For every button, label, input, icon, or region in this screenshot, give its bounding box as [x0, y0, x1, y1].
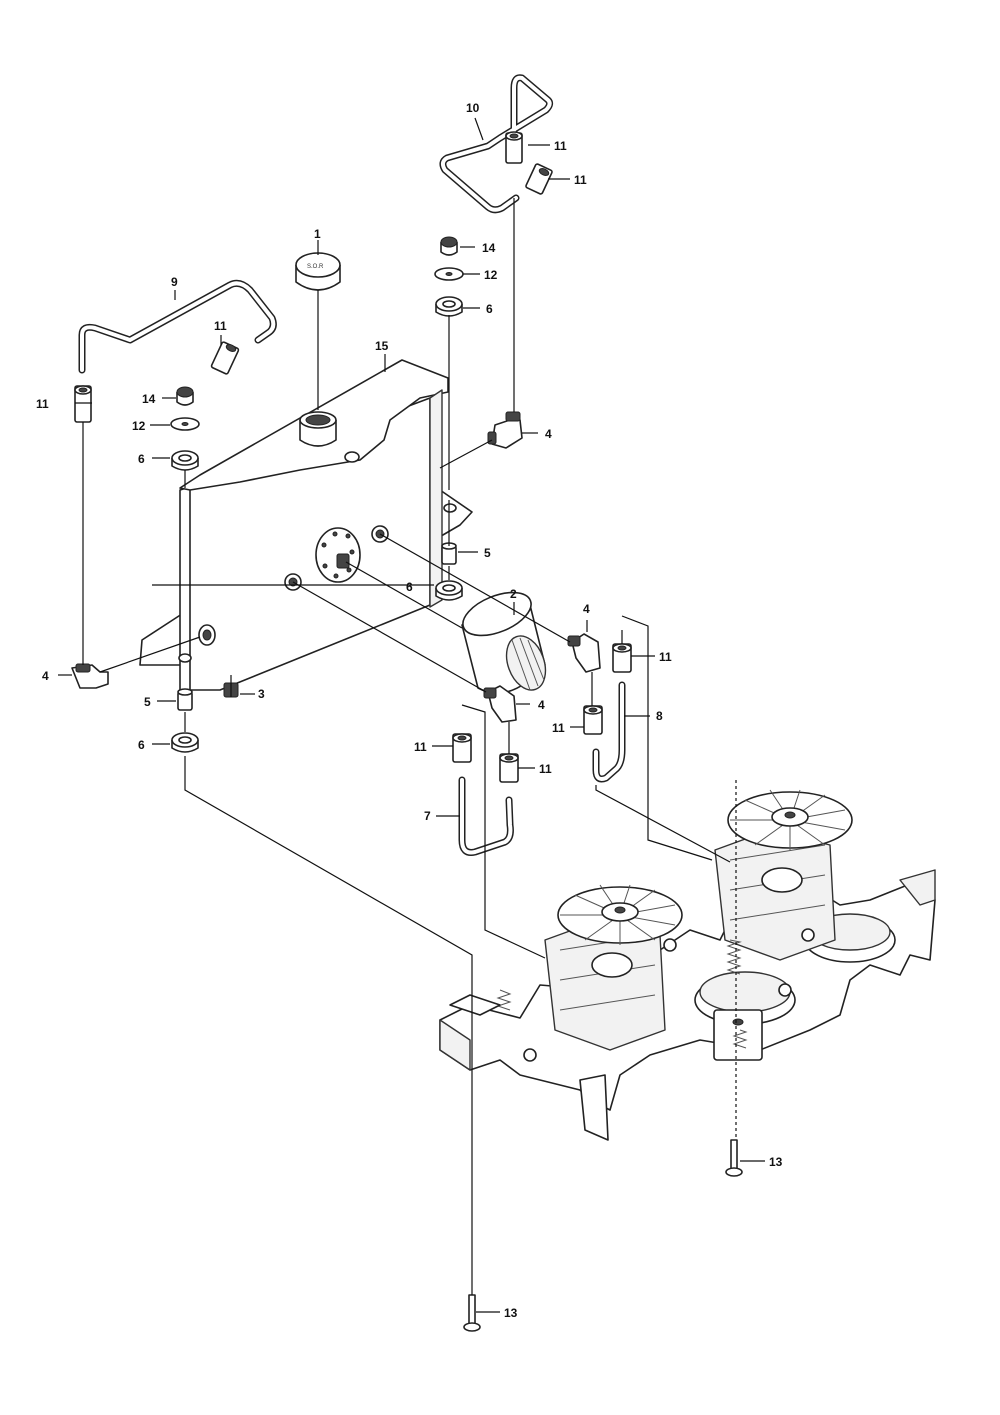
bolt-13-b [463, 1294, 481, 1332]
callout-4-a: 4 [545, 427, 552, 441]
callout-6-b: 6 [138, 452, 145, 466]
callout-5-b: 5 [144, 695, 151, 709]
hydro-assembly [439, 789, 936, 1141]
washer-12-b [434, 267, 464, 281]
nut-14-a [176, 386, 194, 406]
spacer-5-b [441, 542, 457, 565]
nut-11-c [505, 131, 523, 164]
callout-9: 9 [171, 275, 178, 289]
callout-12-a: 12 [484, 268, 498, 282]
nut-11-e [612, 643, 632, 673]
bolt-13-a [725, 1139, 743, 1177]
nut-11-f [583, 705, 603, 735]
callout-4-b: 4 [42, 669, 49, 683]
callout-13-b: 13 [504, 1306, 518, 1320]
pipe-9 [78, 279, 277, 374]
cap-marking: S.O.R [307, 264, 324, 270]
callout-7: 7 [424, 809, 431, 823]
callout-4-d: 4 [538, 698, 545, 712]
elbow-4-b [487, 411, 523, 449]
callout-4-c: 4 [583, 602, 590, 616]
spacer-5-a [177, 688, 193, 711]
callout-2: 2 [510, 587, 517, 601]
pipe-10 [439, 74, 554, 214]
filler-cap: S.O.R [295, 252, 341, 291]
callout-6-a: 6 [486, 302, 493, 316]
callout-1: 1 [314, 227, 321, 241]
callout-13-a: 13 [769, 1155, 783, 1169]
callout-6-c: 6 [406, 580, 413, 594]
callout-11-d: 11 [574, 173, 587, 187]
bushing-6-c [435, 580, 463, 601]
nut-11-d [525, 163, 553, 195]
callout-10: 10 [466, 101, 480, 115]
callout-11-b: 11 [36, 397, 49, 411]
callout-11-h: 11 [539, 762, 552, 776]
callout-5-a: 5 [484, 546, 491, 560]
nut-14-b [440, 236, 458, 256]
callout-11-c: 11 [554, 139, 567, 153]
hose-8 [592, 681, 626, 783]
callout-8: 8 [656, 709, 663, 723]
callout-leaders [58, 117, 765, 1313]
elbow-4-a [71, 663, 109, 689]
fan-left [557, 884, 683, 945]
callout-6-d: 6 [138, 738, 145, 752]
callout-11-e: 11 [659, 650, 672, 664]
hose-7 [458, 776, 514, 856]
callout-3: 3 [258, 687, 265, 701]
elbow-4-c [567, 633, 601, 673]
nut-11-a [74, 385, 92, 423]
elbow-4-d [483, 685, 517, 723]
nut-11-b [210, 341, 240, 375]
fan-right [727, 789, 853, 850]
nut-11-g [452, 733, 472, 763]
assembly-lines [82, 198, 737, 1295]
callout-labels: 1 2 3 4 4 4 4 5 5 6 6 6 6 7 8 9 10 11 11… [36, 101, 783, 1320]
nut-11-h [499, 753, 519, 783]
bushing-6-b [435, 296, 463, 317]
callout-11-a: 11 [214, 319, 227, 333]
callout-14-b: 14 [142, 392, 156, 406]
callout-14-a: 14 [482, 241, 496, 255]
washer-12-a [170, 417, 200, 431]
bushing-6-a [171, 450, 199, 471]
callout-11-f: 11 [552, 721, 565, 735]
callout-12-b: 12 [132, 419, 146, 433]
callout-15: 15 [375, 339, 389, 353]
oil-tank [139, 359, 473, 691]
oil-filter [461, 591, 547, 694]
bushing-6-d [171, 732, 199, 753]
callout-11-g: 11 [414, 740, 427, 754]
